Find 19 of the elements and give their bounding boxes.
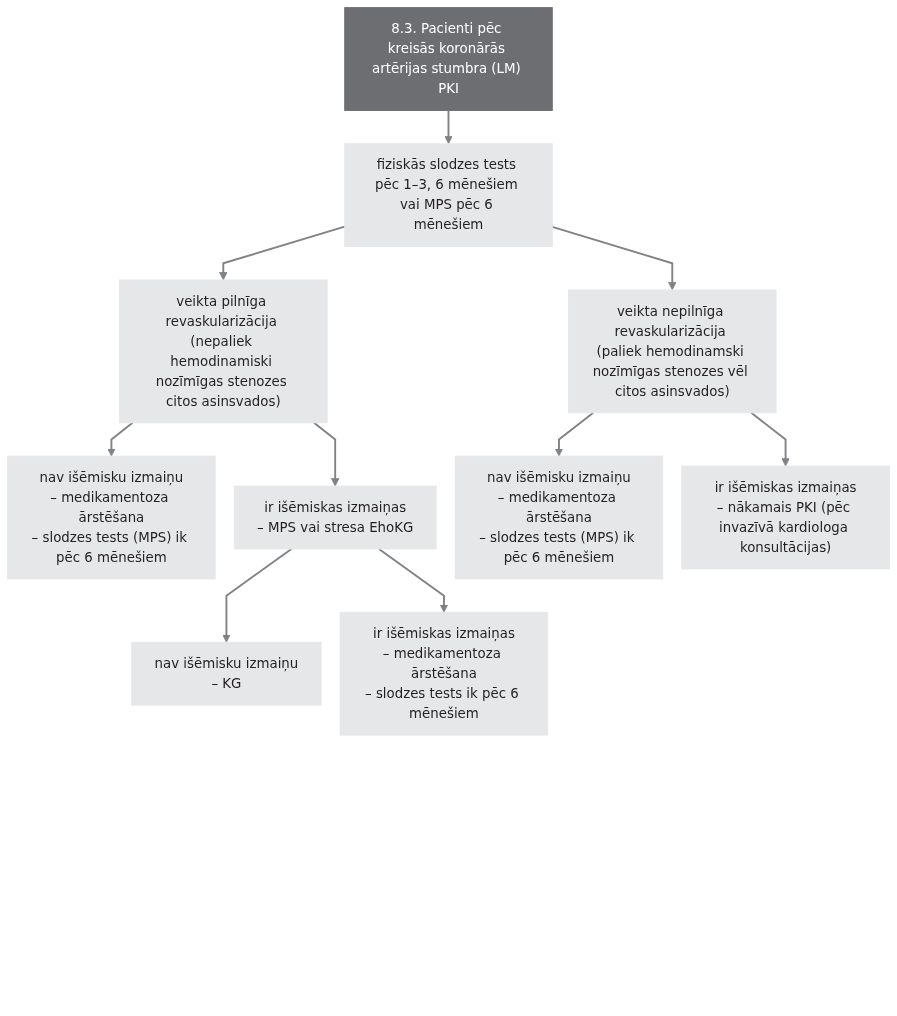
node-box: ir išēmiskas izmaiņas – nākamais PKI (pēc invazīvā kardiologa konsultācijas) xyxy=(681,465,890,570)
arrow xyxy=(107,421,134,457)
arrow xyxy=(750,411,790,467)
node-box: nav išēmisku izmaiņu – medikamentoza ārstēšana – slodzes tests (MPS) ik pēc 6 mēnešiem xyxy=(454,455,664,580)
node-box: fiziskās slodzes tests pēc 1–3, 6 mēnešiem vai MPS pēc 6 mēnešiem xyxy=(344,143,553,248)
arrow xyxy=(554,411,595,457)
node-box: 8.3. Pacienti pēc kreisās koronārās artērijas stumbra (LM) PKI xyxy=(344,7,553,111)
node-box: veikta pilnīga revaskularizācija (nepaliek hemodinamiski nozīmīgas stenozes citos asinsvados) xyxy=(119,279,328,424)
arrow xyxy=(219,225,346,281)
arrow xyxy=(551,225,677,291)
arrow xyxy=(313,421,340,487)
node-box: nav išēmisku izmaiņu – medikamentoza ārstēšana – slodzes tests (MPS) ik pēc 6 mēnešiem xyxy=(7,455,216,580)
node-box: ir išēmiskas izmaiņas – MPS vai stresa EhoKG xyxy=(233,485,437,550)
arrow xyxy=(444,109,453,145)
arrow xyxy=(222,548,293,643)
arrow xyxy=(378,548,449,613)
node-box: veikta nepilnīga revaskularizācija (paliek hemodinamski nozīmīgas stenozes vēl citos asinsvados) xyxy=(568,289,777,414)
node-box: nav išēmisku izmaiņu – KG xyxy=(131,641,322,706)
node-box: ir išēmiskas izmaiņas – medikamentoza ārstēšana – slodzes tests ik pēc 6 mēnešiem xyxy=(339,611,549,736)
